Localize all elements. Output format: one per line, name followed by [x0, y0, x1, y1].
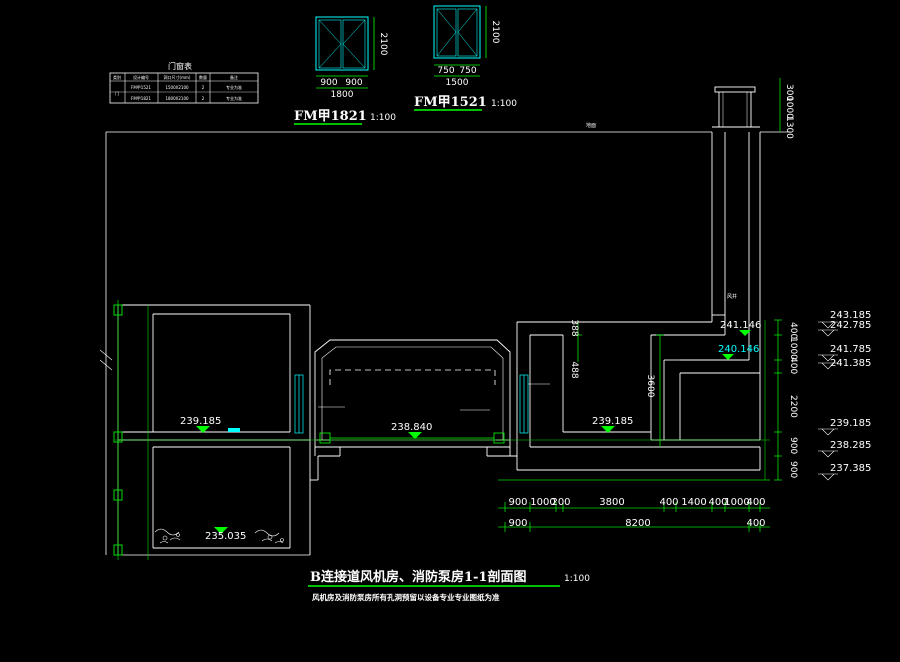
- fm1521-leaf-dim-left: 750: [437, 66, 454, 76]
- bdim-r1-6: 400: [708, 497, 727, 508]
- bdim-r2-1: 8200: [625, 518, 650, 529]
- rv-dim-4: 900: [788, 437, 798, 454]
- top-dim-0: 300: [784, 84, 794, 101]
- r-elev-5: 238.285: [830, 440, 871, 451]
- section-note: 风机房及消防泵房所有孔洞预留以设备专业专业图纸为准: [312, 592, 500, 602]
- right-elevation-tags: [818, 321, 838, 481]
- fm1821-leaf-dim-right: 900: [345, 78, 362, 88]
- fm1821-scale: 1:100: [370, 113, 396, 123]
- schedule-cell-r0c4: 专业为准: [226, 84, 242, 90]
- left-room: [117, 304, 311, 555]
- elev-left-pit: 235.035: [205, 531, 246, 542]
- right-vertical-dims: [774, 319, 782, 481]
- rv-dim-0: 400: [788, 322, 798, 339]
- top-dim-2: 1300: [784, 116, 794, 139]
- schedule-cell-r0c2: 1500X2100: [165, 85, 189, 90]
- elevation-marks: [196, 330, 751, 534]
- ground-label: 地面: [586, 122, 596, 129]
- elev-right-floor: 239.185: [592, 416, 633, 427]
- schedule-header-4: 备注: [230, 74, 238, 80]
- schedule-cell-r0c0: 门: [115, 90, 119, 96]
- elev-middle-floor: 238.840: [391, 422, 432, 433]
- left-room-pit-hatch: [154, 528, 284, 544]
- section-scale: 1:100: [564, 574, 590, 584]
- left-room-equipment: [228, 428, 240, 432]
- r-elev-6: 237.385: [830, 463, 871, 474]
- bdim-r1-1: 1000: [530, 497, 555, 508]
- r-elev-4: 239.185: [830, 418, 871, 429]
- fm1521-total-dim: 1500: [446, 78, 469, 88]
- fm1821-leaf-dim-left: 900: [320, 78, 337, 88]
- bdim-r1-7: 1000: [724, 497, 749, 508]
- inner-dimensions: [574, 322, 664, 447]
- elev-shaft-top: 241.146: [720, 320, 761, 331]
- bdim-r1-5: 1400: [681, 497, 706, 508]
- bdim-r1-3: 3800: [599, 497, 624, 508]
- section-title: B连接道风机房、消防泵房1-1剖面图: [310, 569, 526, 585]
- fm1521-scale: 1:100: [491, 99, 517, 109]
- bdim-r1-4: 400: [659, 497, 678, 508]
- fm1821-label: FM甲1821: [294, 109, 367, 124]
- bdim-r2-0: 900: [508, 518, 527, 529]
- elev-shaft-bottom: 240.146: [718, 344, 759, 355]
- middle-room-annotations: [318, 383, 550, 411]
- schedule-cell-r0c1: FM甲1521: [131, 85, 151, 90]
- door-elevation-fm1821: 2100 900 900 1800 FM甲1821 1:100: [294, 16, 396, 125]
- bdim-r1-2: 200: [551, 497, 570, 508]
- dim-3600: 3600: [645, 375, 655, 398]
- schedule-title: 门窗表: [168, 61, 192, 71]
- rv-dim-3: 2200: [788, 395, 798, 418]
- elev-left-floor: 239.185: [180, 416, 221, 427]
- schedule-cell-r1c2: 1800X2100: [165, 96, 189, 101]
- right-room: [516, 334, 761, 456]
- schedule-header-0: 类别: [113, 74, 121, 80]
- fm1821-total-dim: 1800: [331, 90, 354, 100]
- rv-dim-2: 400: [788, 357, 798, 374]
- vent-shaft: [516, 86, 761, 374]
- ground-and-outline: [99, 131, 790, 556]
- fm1521-height-dim: 2100: [490, 21, 500, 44]
- fm1521-leaf-dim-right: 750: [459, 66, 476, 76]
- shaft-label: 风井: [727, 293, 737, 300]
- schedule-cell-r1c3: 2: [202, 96, 205, 101]
- schedule-header-1: 设计编号: [133, 74, 149, 80]
- middle-room-equipment: [319, 432, 505, 444]
- dim-488: 488: [569, 361, 579, 378]
- top-dim-1: 1000: [784, 96, 794, 119]
- bottom-dim-labels-row2: 900 8200 400: [508, 518, 765, 529]
- bottom-dim-labels-row1: 900 1000 200 3800 400 1400 400 1000 400: [508, 497, 765, 508]
- right-vertical-dim-labels: 400 1000 400 2200 900 900: [788, 322, 798, 478]
- schedule-cell-r0c3: 2: [202, 85, 205, 90]
- schedule-header-3: 数量: [199, 74, 207, 80]
- r-elev-0: 243.185: [830, 310, 871, 321]
- middle-room: [310, 339, 761, 481]
- bottom-dimensions: [504, 502, 761, 532]
- middle-room-doors: [294, 374, 529, 434]
- bdim-r1-8: 400: [746, 497, 765, 508]
- fm1521-label: FM甲1521: [414, 95, 487, 110]
- r-elev-3: 241.385: [830, 358, 871, 369]
- elevation-labels: 239.185 235.035 238.840 239.185 241.146 …: [180, 320, 761, 542]
- right-elevation-labels: 243.185 242.785 241.785 241.385 239.185 …: [830, 310, 871, 474]
- r-elev-1: 242.785: [830, 320, 871, 331]
- top-vertical-dim-labels: 300 1000 1300: [784, 84, 794, 139]
- schedule-header-2: 洞口尺寸(mm): [164, 74, 191, 80]
- bdim-r2-2: 400: [746, 518, 765, 529]
- door-schedule-table: 门窗表 类别 设计编号 洞口尺寸(mm) 数量 备注 门 FM甲1521 150…: [109, 61, 259, 104]
- axis-marks: [113, 300, 770, 560]
- schedule-cell-r1c1: FM甲1821: [131, 96, 151, 101]
- door-elevation-fm1521: 2100 750 750 1500 FM甲1521 1:100: [414, 5, 517, 111]
- dim-388: 388: [569, 319, 579, 336]
- rv-dim-1: 1000: [788, 337, 798, 360]
- rv-dim-5: 900: [788, 461, 798, 478]
- fm1821-height-dim: 2100: [378, 33, 388, 56]
- schedule-cell-r1c4: 专业为准: [226, 95, 242, 101]
- r-elev-2: 241.785: [830, 344, 871, 355]
- bdim-r1-0: 900: [508, 497, 527, 508]
- section-title-block: B连接道风机房、消防泵房1-1剖面图 1:100 风机房及消防泵房所有孔洞预留以…: [308, 569, 590, 602]
